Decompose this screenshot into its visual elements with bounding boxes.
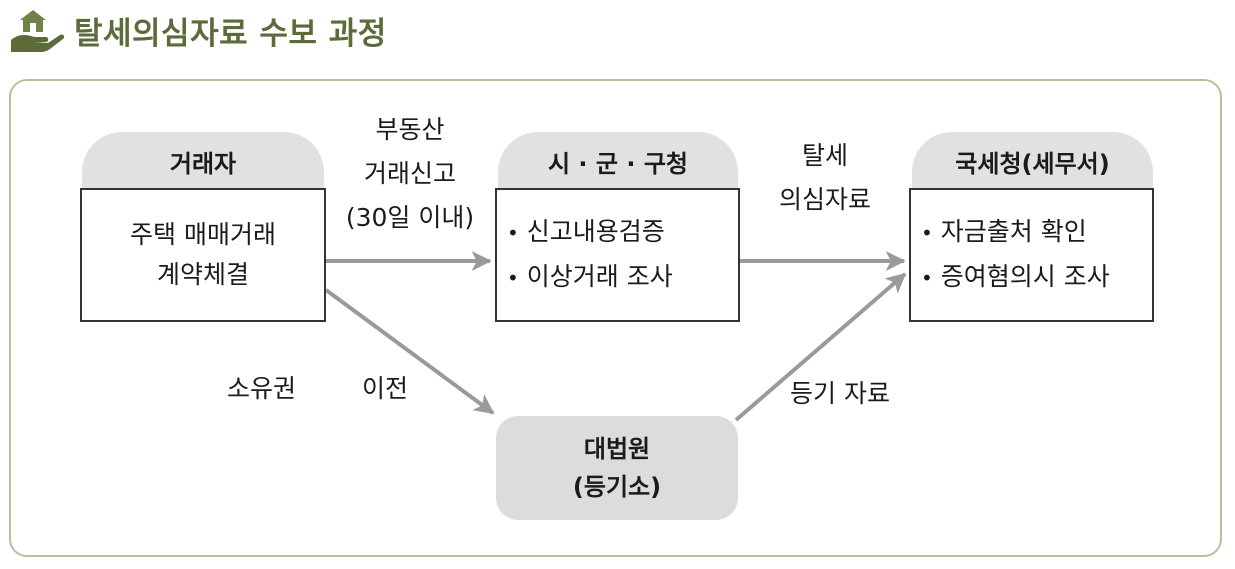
page-title: 탈세의심자료 수보 과정 <box>74 15 387 52</box>
node-nts-item-1: 자금출처 확인 <box>921 210 1110 255</box>
node-local-gov-title: 시 · 군 · 구청 <box>498 132 738 190</box>
edge-label-trader-to-court-1: 소유권 <box>227 374 297 403</box>
node-nts-body: 자금출처 확인 증여혐의시 조사 <box>909 188 1154 322</box>
edge-label-trader-to-gov: 부동산 거래신고 (30일 이내) <box>330 108 490 240</box>
node-trader-title: 거래자 <box>82 132 324 190</box>
node-court: 대법원 (등기소) <box>496 416 738 520</box>
node-trader-body: 주택 매매거래 계약체결 <box>80 188 326 322</box>
hand-holding-house-icon <box>11 10 65 52</box>
node-trader-line-1: 주택 매매거래 <box>130 220 276 249</box>
node-trader-line-2: 계약체결 <box>156 260 249 289</box>
arrow-court-to-nts <box>734 272 907 422</box>
edge-label-gov-to-nts-line-2: 의심자료 <box>778 185 871 214</box>
arrow-trader-to-court <box>324 288 495 415</box>
node-local-gov-list: 신고내용검증 이상거래 조사 <box>507 210 673 300</box>
edge-label-trader-to-gov-line-1: 부동산 <box>375 115 445 144</box>
edge-label-gov-to-nts: 탈세 의심자료 <box>750 134 900 222</box>
node-nts-list: 자금출처 확인 증여혐의시 조사 <box>921 210 1110 300</box>
node-nts-title: 국세청(세무서) <box>912 132 1153 190</box>
node-local-gov-item-2: 이상거래 조사 <box>507 255 673 300</box>
node-court-line-2: (등기소) <box>572 473 662 501</box>
diagram-frame <box>9 79 1222 557</box>
edge-label-trader-to-court-2: 이전 <box>362 374 409 403</box>
node-local-gov-body: 신고내용검증 이상거래 조사 <box>495 188 740 322</box>
title-bar: 탈세의심자료 수보 과정 <box>8 4 387 56</box>
edge-label-court-to-nts: 등기 자료 <box>790 379 890 408</box>
edge-label-trader-to-gov-line-2: 거래신고 <box>363 159 456 188</box>
node-local-gov-item-1: 신고내용검증 <box>507 210 673 255</box>
edge-label-gov-to-nts-line-1: 탈세 <box>801 141 848 170</box>
node-court-line-1: 대법원 <box>583 435 651 463</box>
node-nts-item-2: 증여혐의시 조사 <box>921 255 1110 300</box>
edge-label-trader-to-gov-line-3: (30일 이내) <box>345 203 475 232</box>
